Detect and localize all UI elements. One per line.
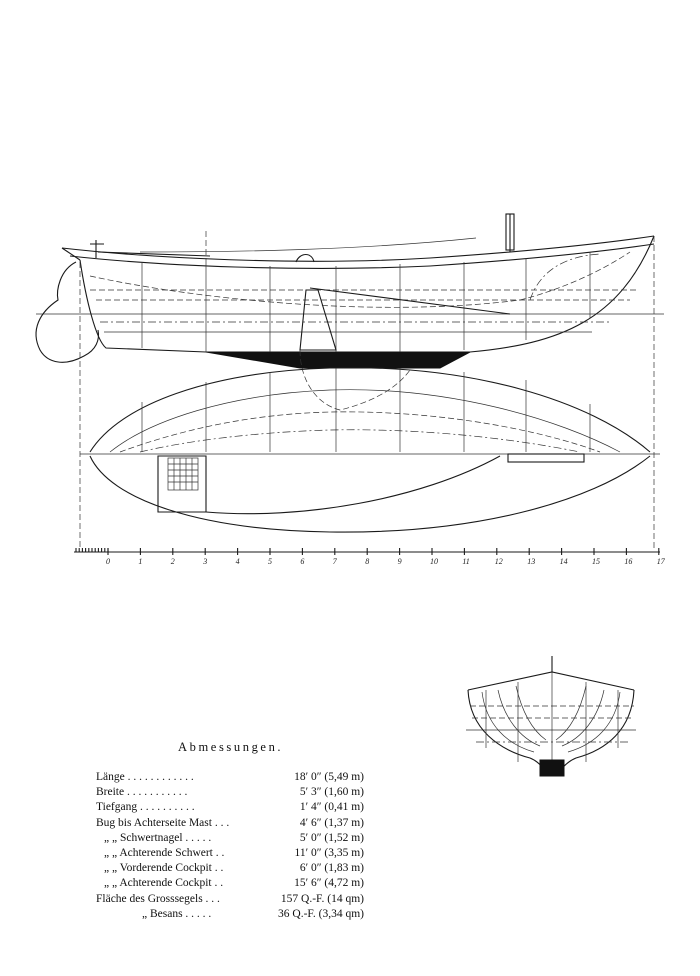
scale-tick-label: 9 (398, 557, 402, 566)
scale-tick-label: 1 (138, 557, 142, 566)
dimension-value: 18′ 0″ (5,49 m) (294, 771, 364, 783)
scale-tick-label: 0 (106, 557, 110, 566)
dimension-label: „ Besans . . . . . (142, 907, 212, 920)
scale-tick-label: 13 (527, 557, 535, 566)
scale-tick-label: 11 (462, 557, 469, 566)
dimension-value: 36 Q.-F. (3,34 qm) (278, 907, 364, 920)
scale-tick-label: 2 (171, 557, 175, 566)
dimension-row: „ „ Achterende Schwert . . 11′ 0″ (3,35 … (96, 847, 376, 862)
dimension-row: „ „ Schwertnagel . . . . . 5′ 0″ (1,52 m… (96, 832, 376, 847)
dimension-value: 15′ 6″ (4,72 m) (294, 877, 364, 890)
dimension-row: Tiefgang . . . . . . . . . . 1′ 4″ (0,41… (96, 801, 376, 816)
dimension-label: Bug bis Achterseite Mast . . . (96, 816, 230, 829)
scale-tick-label: 17 (657, 557, 666, 566)
dimension-label: „ „ Achterende Schwert . . (104, 846, 225, 859)
dimension-value: 1′ 4″ (0,41 m) (299, 801, 364, 814)
scale-tick-label: 14 (560, 557, 568, 566)
dimension-value: 5′ 3″ (1,60 m) (299, 786, 364, 799)
dimension-label: „ „ Vorderende Cockpit . . (104, 862, 224, 875)
dimension-value: 4′ 6″ (1,37 m) (299, 816, 364, 829)
scale-tick-label: 5 (268, 557, 272, 566)
dimension-row: Fläche des Grosssegels . . . 157 Q.-F. (… (96, 893, 376, 908)
dimension-label: Länge . . . . . . . . . . . . (96, 771, 194, 783)
dimensions-table: Länge . . . . . . . . . . . . 18′ 0″ (5,… (96, 771, 376, 923)
profile-view (35, 213, 664, 411)
body-plan-view (466, 656, 636, 777)
scale-tick-label: 12 (495, 557, 503, 566)
dimension-label: Fläche des Grosssegels . . . (96, 892, 220, 905)
dimension-row: „ Besans . . . . . 36 Q.-F. (3,34 qm) (96, 908, 376, 923)
scale-tick-label: 3 (202, 557, 207, 566)
dimension-row: Länge . . . . . . . . . . . . 18′ 0″ (5,… (96, 771, 376, 786)
scale-tick-label: 8 (365, 557, 369, 566)
dimension-label: Breite . . . . . . . . . . . (96, 786, 188, 799)
dimensions-title: Abmessungen. (178, 740, 284, 754)
scale-tick-label: 6 (300, 557, 304, 566)
dimension-label: „ „ Achterende Cockpit . . (104, 877, 224, 890)
scale-tick-label: 7 (333, 557, 338, 566)
scale-tick-label: 4 (236, 557, 240, 566)
scale-tick-label: 15 (592, 557, 600, 566)
dimension-row: „ „ Vorderende Cockpit . . 6′ 0″ (1,83 m… (96, 862, 376, 877)
dimension-value: 5′ 0″ (1,52 m) (299, 831, 364, 844)
dimension-value: 11′ 0″ (3,35 m) (294, 846, 364, 859)
dimension-row: „ „ Achterende Cockpit . . 15′ 6″ (4,72 … (96, 877, 376, 892)
scale-tick-label: 16 (624, 557, 632, 566)
dimension-value: 6′ 0″ (1,83 m) (299, 862, 364, 875)
scale-tick-label: 10 (430, 557, 438, 566)
dimension-label: Tiefgang . . . . . . . . . . (96, 801, 195, 814)
dimension-label: „ „ Schwertnagel . . . . . (104, 831, 212, 844)
dimension-value: 157 Q.-F. (14 qm) (280, 892, 364, 905)
plan-view (79, 236, 660, 550)
dimension-row: Breite . . . . . . . . . . . 5′ 3″ (1,60… (96, 786, 376, 801)
dimension-row: Bug bis Achterseite Mast . . . 4′ 6″ (1,… (96, 817, 376, 832)
